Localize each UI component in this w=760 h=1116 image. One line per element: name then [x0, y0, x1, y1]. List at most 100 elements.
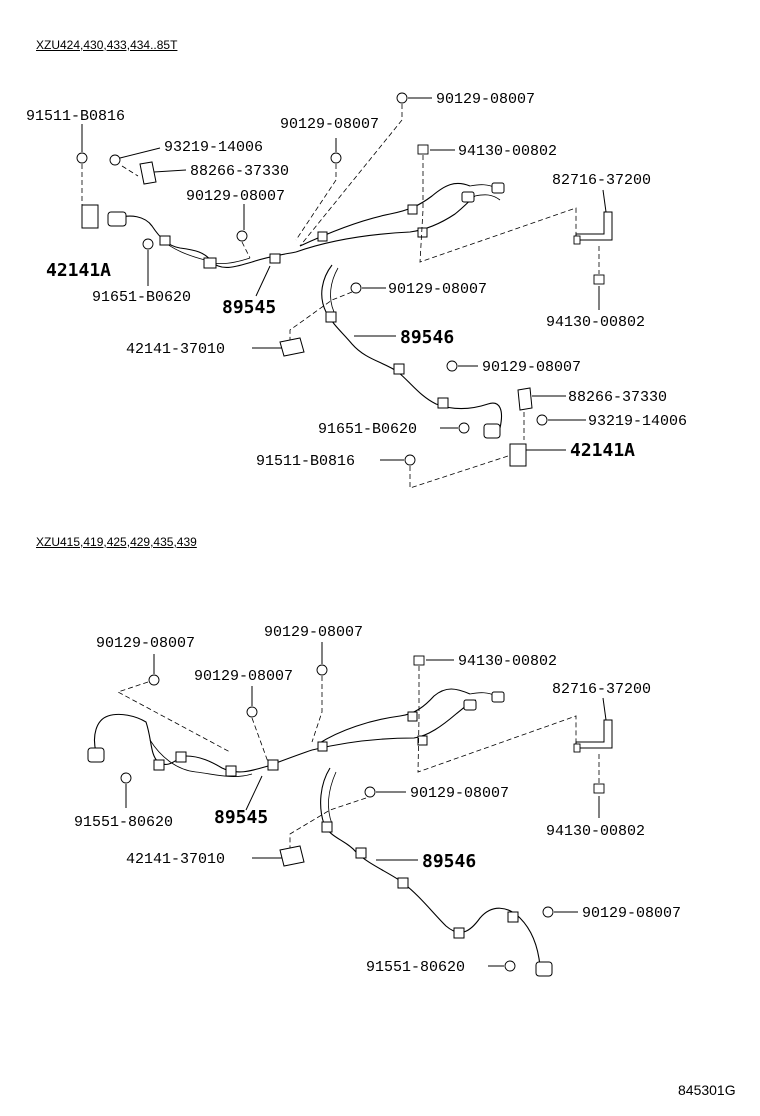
section-2-header: XZU415,419,425,429,435,439: [36, 535, 197, 549]
part-label: 91551-80620: [366, 959, 465, 976]
harness-89545: [117, 215, 297, 268]
clamp2-8: [321, 821, 333, 833]
figure-code: 845301G: [678, 1082, 736, 1098]
part-label: 90129-08007: [410, 785, 509, 802]
part-label: 91511-B0816: [256, 453, 355, 470]
part-label: 90129-08007: [186, 188, 285, 205]
leader-m5: [602, 697, 607, 721]
part-label-bold: 89546: [400, 327, 454, 348]
harness-89546-inner: [330, 267, 339, 313]
bolt-b9: [350, 282, 362, 294]
connector2-2: [491, 691, 505, 703]
clamp2-5: [175, 751, 187, 763]
bracket-82716: [575, 211, 613, 241]
bracket-88266-top: [139, 161, 157, 185]
clamp2-12: [507, 911, 519, 923]
harness2-89545-inner: [149, 739, 253, 777]
bolt-b11: [536, 414, 548, 426]
section-1-header: XZU424,430,433,434..85T: [36, 38, 178, 52]
bracket-42141A-left: [81, 204, 99, 229]
clamp-4: [203, 257, 217, 269]
dash2-3: [417, 666, 577, 773]
bracket-42141A-right: [509, 443, 527, 467]
clamp-6: [159, 235, 171, 246]
dash-5: [121, 165, 139, 177]
part-label: 88266-37330: [568, 389, 667, 406]
part-label-bold: 42141A: [46, 260, 111, 281]
part-label: 82716-37200: [552, 172, 651, 189]
clamp2-10: [397, 877, 409, 889]
part-label: 90129-08007: [280, 116, 379, 133]
part-label: 91651-B0620: [318, 421, 417, 438]
part-label: 42141-37010: [126, 851, 225, 868]
bolt2-c8: [364, 786, 376, 798]
part-label: 90129-08007: [96, 635, 195, 652]
bolt2-c2: [316, 664, 328, 676]
part-label: 94130-00802: [546, 314, 645, 331]
clamp-5: [269, 253, 281, 264]
part-label: 90129-08007: [436, 91, 535, 108]
part-label-bold: 89545: [214, 807, 268, 828]
nut-b4: [417, 144, 429, 155]
bolt-b2: [76, 152, 88, 164]
part-label: 91551-80620: [74, 814, 173, 831]
bolt-b6: [236, 230, 248, 242]
bolt2-c1: [148, 674, 160, 686]
sensor-right: [483, 423, 501, 439]
clamp2-1: [407, 711, 418, 722]
dash2-4: [251, 717, 269, 763]
clamp-2: [417, 227, 428, 238]
clamp-9: [437, 397, 449, 409]
clamp-3: [317, 231, 328, 242]
dash2-6: [289, 797, 367, 848]
section-2-labels: 90129-08007 90129-08007 94130-00802 9012…: [74, 624, 681, 976]
clamp2-6: [225, 765, 237, 777]
bolt-b7: [142, 238, 154, 250]
dash-3: [295, 164, 337, 241]
part-label: 93219-14006: [588, 413, 687, 430]
bolt-b10: [446, 360, 458, 372]
section-1-drawing: [76, 92, 613, 489]
clip2-42141-37010: [279, 845, 305, 867]
harness2-89545: [93, 713, 313, 773]
connector-1: [461, 191, 475, 203]
harness-upper-2: [295, 195, 476, 253]
part-label: 90129-08007: [264, 624, 363, 641]
bolt-b12: [458, 422, 470, 434]
clip-42141-37010: [279, 337, 305, 357]
leader-l5: [119, 147, 161, 159]
nut2-c9: [593, 783, 605, 794]
sensor2-right: [535, 961, 553, 977]
nut2-bracket: [573, 743, 581, 753]
clamp-1: [407, 204, 418, 215]
harness2-upper-1: [317, 688, 471, 745]
clamp2-2: [417, 735, 428, 746]
part-label: 88266-37330: [190, 163, 289, 180]
bolt-b5: [109, 154, 121, 166]
section-2-drawing: [87, 642, 613, 977]
part-label: 90129-08007: [582, 905, 681, 922]
clamp-7: [325, 311, 337, 323]
part-label: 42141-37010: [126, 341, 225, 358]
bolt2-c4: [246, 706, 258, 718]
dash-8: [289, 291, 353, 340]
dash-6: [241, 241, 251, 259]
bracket-88266-bottom: [517, 387, 533, 411]
dash-4: [419, 155, 577, 263]
leader-l7: [602, 189, 607, 213]
sensor2-left: [87, 747, 105, 763]
nut-bracket: [573, 235, 581, 245]
bolt-b1: [396, 92, 408, 104]
dash2-2: [311, 676, 323, 743]
section-1-labels: 90129-08007 91511-B0816 90129-08007 9413…: [26, 91, 687, 470]
bolt2-c13: [504, 960, 516, 972]
dash-10: [409, 455, 509, 489]
nut2-c3: [413, 655, 425, 666]
clamp2-3: [317, 741, 328, 752]
bolt2-c12: [542, 906, 554, 918]
connector2-1: [463, 699, 477, 711]
part-label: 94130-00802: [546, 823, 645, 840]
part-label: 91511-B0816: [26, 108, 125, 125]
clamp-8: [393, 363, 405, 375]
leader-m7: [245, 775, 263, 811]
